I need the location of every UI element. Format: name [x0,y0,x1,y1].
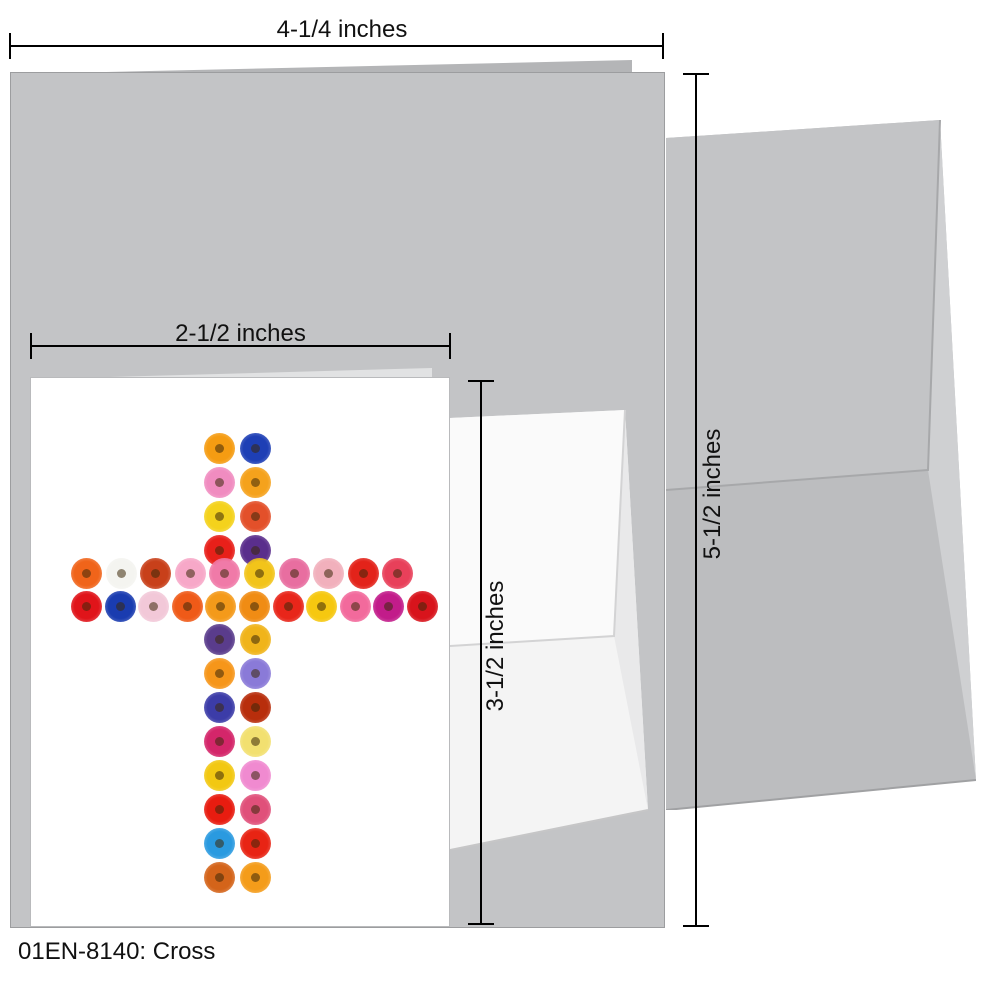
small-width-right-tick [449,333,451,359]
flower [382,558,414,589]
flower [204,658,235,689]
flower [204,760,235,791]
flower [339,591,371,622]
small-card-back-edge [40,368,432,379]
flower-cross-artwork [31,378,449,926]
flower [204,433,235,464]
flower [240,862,271,893]
flower [204,726,235,757]
flower [204,692,235,723]
flower [205,591,237,622]
flower [240,624,271,655]
large-envelope [666,120,976,810]
flower [171,591,203,622]
flower [105,558,137,589]
big-width-line [10,45,663,47]
flower [313,558,345,589]
flower [240,828,271,859]
flower [174,558,206,589]
flower [138,591,170,622]
small-height-label: 3-1/2 inches [482,580,509,712]
small-width-label: 2-1/2 inches [175,320,306,347]
flower [140,558,172,589]
big-height-label: 5-1/2 inches [699,428,726,560]
flower [240,467,271,498]
flower [71,558,102,589]
flower [278,558,310,589]
flower [204,794,235,825]
big-width-right-tick [662,33,664,59]
flower [239,591,270,622]
flower [209,558,241,589]
big-height-line [695,74,697,926]
flower [71,591,102,622]
flower [240,658,271,689]
small-height-line [480,381,482,924]
small-width-line [31,345,450,347]
product-caption: 01EN-8140: Cross [18,938,216,965]
flower [407,591,438,622]
flower [306,591,338,622]
flower [240,692,271,723]
flower [373,591,405,622]
flower [204,501,235,532]
flower [240,794,271,825]
big-height-bottom-tick [683,925,709,927]
small-height-bottom-tick [468,923,494,925]
flower [272,591,304,622]
flower [204,828,235,859]
flower [240,726,271,757]
flower [240,760,271,791]
flower [204,467,235,498]
flower [104,591,136,622]
flower [204,862,235,893]
flower [240,433,271,464]
big-width-label: 4-1/4 inches [276,16,408,43]
flower [244,558,275,589]
small-envelope [450,410,649,850]
flower [347,558,379,589]
flower [240,501,271,532]
flower [204,624,235,655]
small-card [30,377,450,927]
